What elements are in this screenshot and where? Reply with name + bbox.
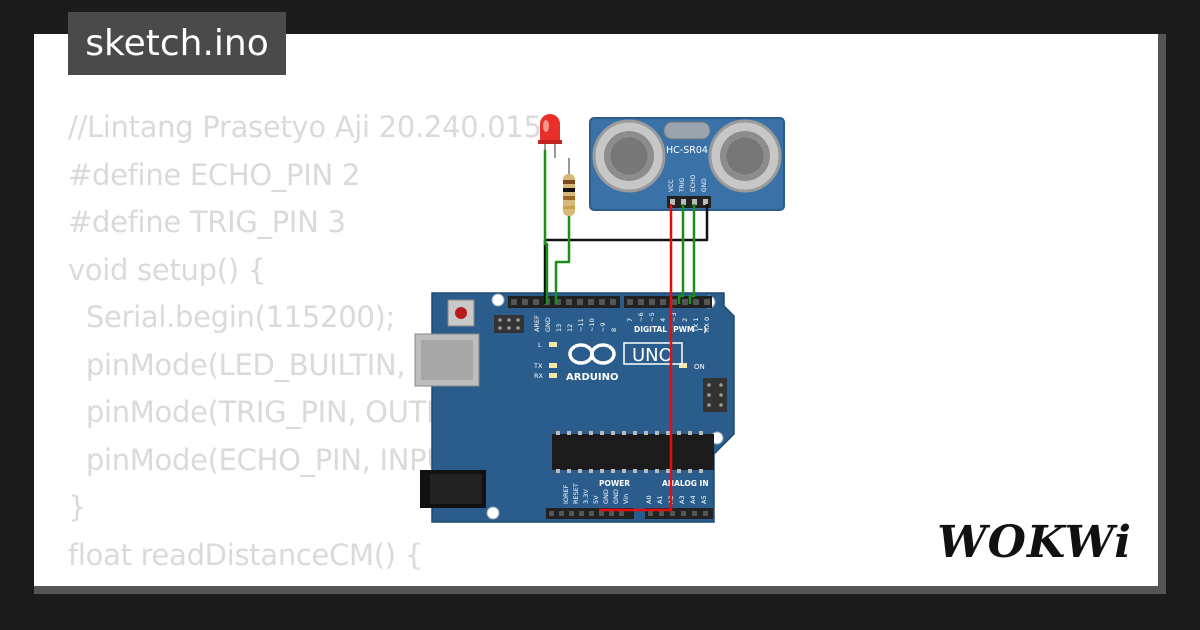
arduino-logo	[568, 343, 616, 365]
board-pin-label: 4	[659, 318, 667, 322]
board-pin-label: A4	[689, 495, 697, 504]
code-line: //Lintang Prasetyo Aji 20.240.0155	[68, 110, 560, 144]
code-line: }	[68, 490, 87, 524]
led-label: RX	[534, 372, 544, 380]
board-pin-label: 7	[626, 318, 634, 322]
board-pin-label: GND	[602, 489, 610, 504]
board-pin-label: ~10	[588, 318, 596, 332]
preview-card: //Lintang Prasetyo Aji 20.240.0155 #defi…	[34, 34, 1166, 594]
board-pin-label: A1	[656, 495, 664, 504]
board-pin-label: GND	[544, 317, 552, 332]
board-pin-label: 5V	[592, 495, 600, 504]
wire-red	[599, 204, 673, 512]
model-label: UNO	[632, 345, 673, 366]
wire-green	[688, 204, 696, 304]
board-pin-label: RESET	[572, 483, 580, 504]
led-label: TX	[533, 362, 543, 370]
code-line: void setup() {	[68, 252, 266, 287]
board-pin-label: 13	[555, 324, 563, 332]
board-pin-label: 3.3V	[582, 489, 590, 504]
brand-label: ARDUINO	[566, 372, 618, 383]
board-pin-label: ~3	[670, 312, 678, 322]
led-label: L	[538, 341, 542, 349]
wire-green	[677, 204, 685, 304]
board-pin-label: TX 1	[692, 317, 700, 333]
code-line: digitalWrite(TRIG_PIN, LOW);	[68, 579, 560, 586]
board-pin-label: A5	[700, 495, 708, 504]
sensor-pin-label: GND	[701, 178, 708, 192]
red-led[interactable]	[538, 114, 562, 158]
code-line: Serial.begin(115200);	[68, 300, 396, 334]
analog-header-label: ANALOG IN	[662, 479, 709, 488]
board-pin-label: RX 0	[703, 317, 711, 332]
file-name-tag: sketch.ino	[68, 12, 286, 75]
arduino-uno-board[interactable]: AREF GND 13 12 ~11 ~10 ~9 8 7 ~6 ~5 4 ~3…	[414, 292, 735, 523]
sensor-pin-label: VCC	[668, 180, 675, 192]
wire-green	[543, 150, 549, 304]
sensor-pin-label: TRIG	[679, 177, 686, 193]
board-pin-label: ~11	[577, 318, 585, 332]
board-pin-label: ~9	[599, 322, 607, 332]
wire-green	[554, 216, 571, 304]
wires	[543, 150, 709, 512]
board-pin-label: IOREF	[562, 484, 570, 504]
board-pin-label: ~5	[648, 312, 656, 322]
board-pin-label: 12	[566, 324, 574, 332]
resistor[interactable]	[563, 158, 575, 216]
sensor-pin-label: ECHO	[690, 175, 697, 192]
code-line: #define ECHO_PIN 2	[68, 157, 360, 192]
power-led-label: ON	[694, 363, 705, 371]
code-listing: //Lintang Prasetyo Aji 20.240.0155 #defi…	[68, 104, 560, 586]
power-header-label: POWER	[599, 479, 630, 488]
wire-black	[543, 204, 709, 304]
ultrasonic-sensor[interactable]: HC-SR04 VCC TRIG ECHO GND	[589, 117, 785, 211]
board-pin-label: A3	[678, 495, 686, 504]
board-pin-label: 8	[610, 328, 618, 332]
board-pin-label: Vin	[622, 494, 630, 504]
board-pin-label: 2	[681, 318, 689, 322]
board-pin-label: ~6	[637, 312, 645, 322]
code-line: float readDistanceCM() {	[68, 537, 423, 572]
board-pin-label: A0	[645, 495, 653, 504]
circuit-diagram: HC-SR04 VCC TRIG ECHO GND	[414, 114, 785, 523]
board-pin-label: AREF	[533, 315, 541, 332]
code-line: #define TRIG_PIN 3	[68, 205, 346, 239]
board-pin-label: GND	[612, 489, 620, 504]
wokwi-logo: WOKWi	[937, 517, 1132, 568]
sensor-model-label: HC-SR04	[666, 145, 708, 156]
